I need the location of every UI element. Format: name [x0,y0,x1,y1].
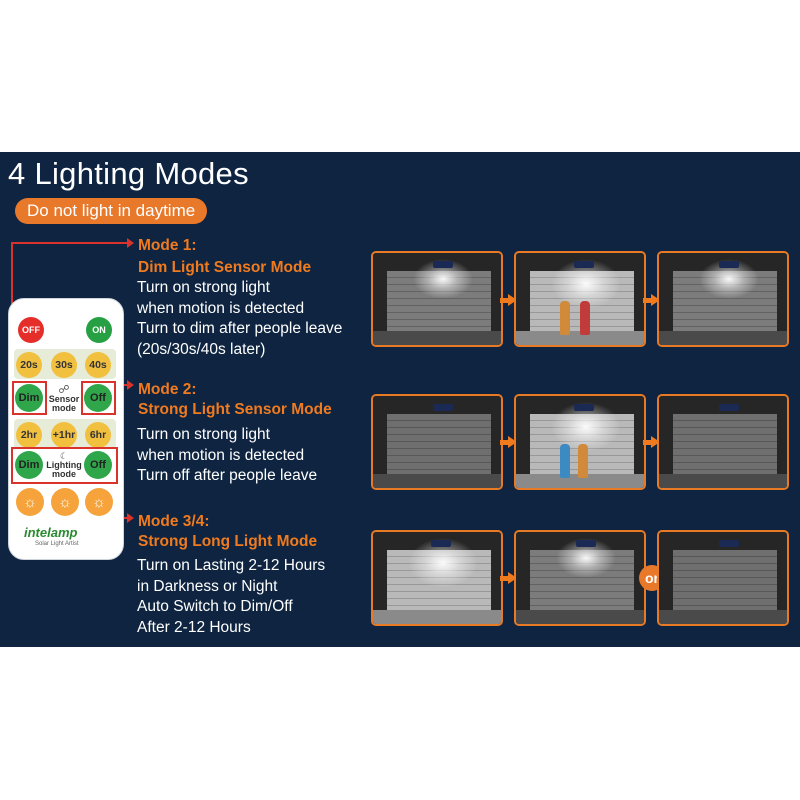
mode-1-photo-after [657,251,789,347]
connector-arrow [127,513,134,523]
brightness-high-icon[interactable]: ☼ [85,488,113,516]
remote-20s-button[interactable]: 20s [16,352,42,378]
remote-on-button[interactable]: ON [86,317,112,343]
sequence-arrow [500,440,510,445]
mode-1-photo-before [371,251,503,347]
sequence-arrow-head [651,294,660,306]
sensor-mode-label: ☍ Sensor mode [48,384,80,413]
dim-selected-outline [12,381,47,415]
sequence-arrow [500,576,510,581]
remote-40s-button[interactable]: 40s [85,352,111,378]
connector-line [11,242,13,304]
mode-3-heading: Mode 3/4: Strong Long Light Mode [138,513,318,550]
mode-2-heading: Mode 2: Strong Light Sensor Mode [138,381,332,418]
lighting-mode-outline [11,447,118,484]
daytime-note-badge: Do not light in daytime [15,198,208,224]
connector-arrow [127,380,134,390]
mode-1-description: Turn on strong light when motion is dete… [137,279,343,358]
connector-line [11,242,127,244]
remote-off-button[interactable]: OFF [18,317,44,343]
lighting-mode-label: ☾ Lighting mode [46,451,82,479]
mode-1-photo-motion [514,251,646,347]
brand-tagline: Solar Light Artist [35,541,79,547]
mode-2-photo-motion [514,394,646,490]
remote-dim-sensor-button[interactable]: Dim [15,384,43,412]
mode-1-heading: Mode 1: Dim Light Sensor Mode [138,237,312,276]
mode-3-photo-on [371,530,503,626]
remote-plus-1hr-button[interactable]: +1hr [51,422,77,448]
mode-2-photo-before [371,394,503,490]
remote-dim-lighting-button[interactable]: Dim [15,451,43,479]
off-selected-outline [81,381,116,415]
sequence-arrow [643,440,653,445]
remote-30s-button[interactable]: 30s [51,352,77,378]
page-title: 4 Lighting Modes [8,156,249,191]
remote-2hr-button[interactable]: 2hr [16,422,42,448]
brightness-low-icon[interactable]: ☼ [16,488,44,516]
sequence-arrow-head [508,572,517,584]
remote-6hr-button[interactable]: 6hr [85,422,111,448]
sequence-arrow-head [651,436,660,448]
brightness-mid-icon[interactable]: ☼ [51,488,79,516]
mode-2-photo-after [657,394,789,490]
sequence-arrow-head [508,294,517,306]
sequence-arrow-head [508,436,517,448]
remote-off-lighting-button[interactable]: Off [84,451,112,479]
connector-arrow [127,238,134,248]
mode-2-description: Turn on strong light when motion is dete… [137,426,318,484]
mode-3-description: Turn on Lasting 2-12 Hours in Darkness o… [137,557,326,636]
remote-off-sensor-button[interactable]: Off [84,384,112,412]
brand-logo: intelamp [24,525,78,540]
sequence-arrow [643,298,653,303]
sequence-arrow [500,298,510,303]
mode-3-photo-dim [514,530,646,626]
mode-3-photo-off [657,530,789,626]
